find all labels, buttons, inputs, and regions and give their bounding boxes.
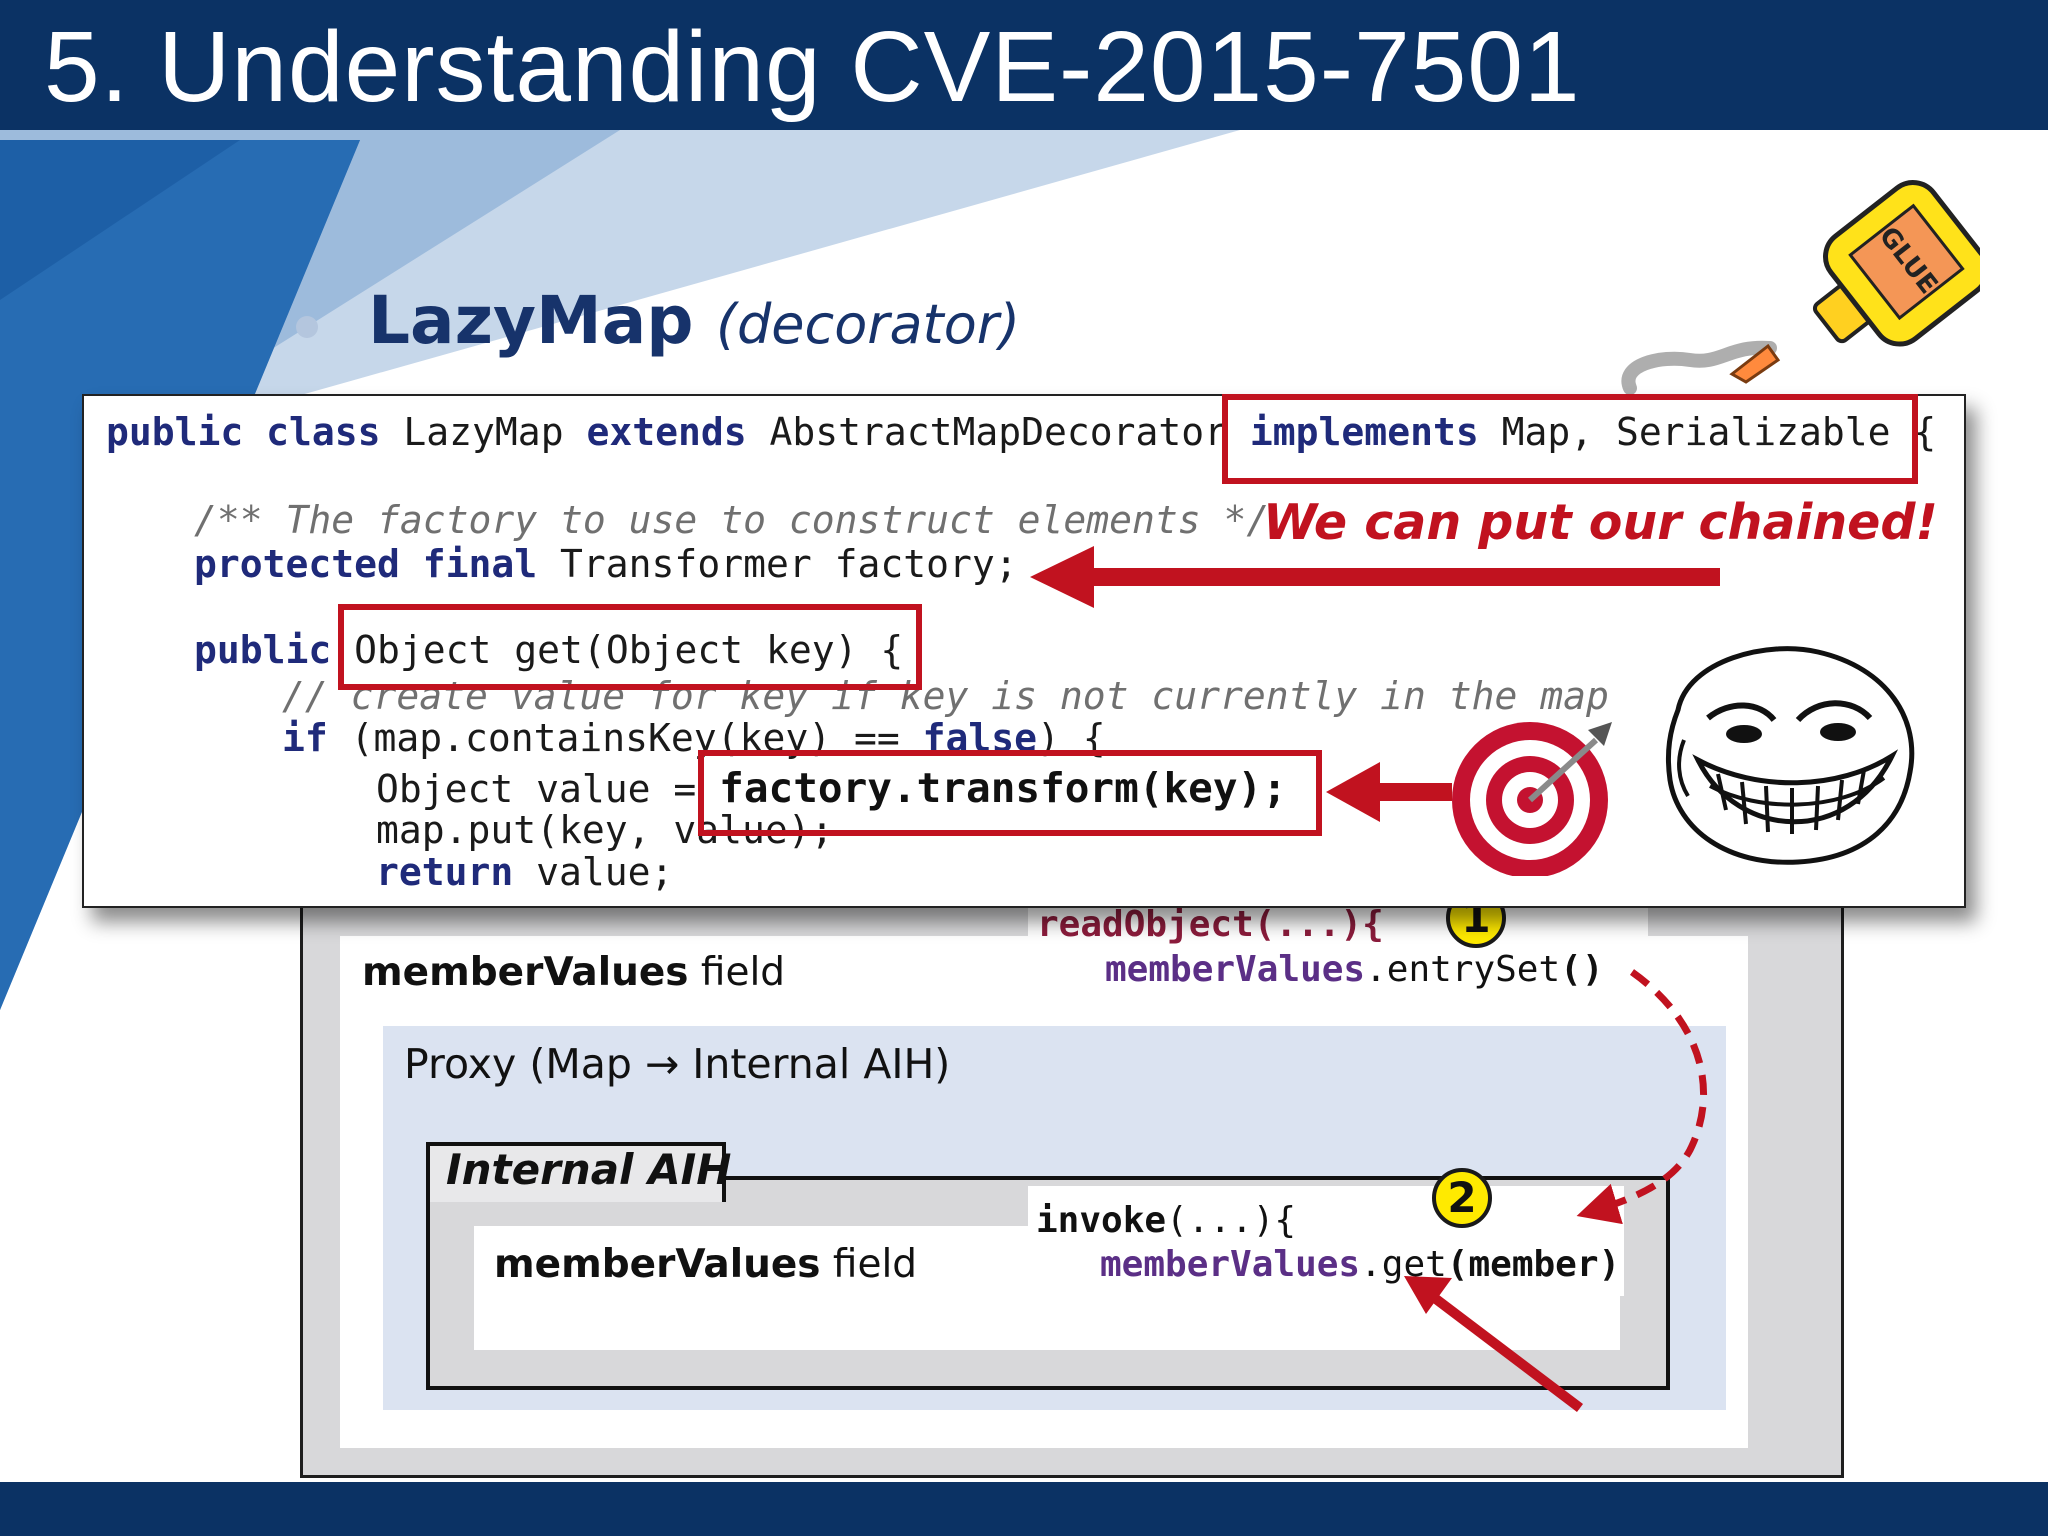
read-object-code-box <box>1028 898 1648 1002</box>
invoke-params: (...){ <box>1166 1200 1297 1241</box>
callout-text: We can put our chained! <box>1263 494 1938 551</box>
outer-field-suffix: field <box>688 950 786 995</box>
slide-title: 5. Understanding CVE-2015-7501 <box>44 11 1581 123</box>
lazymap-code-panel: public class LazyMap extends AbstractMap… <box>82 394 1966 908</box>
get-call-arrowhead <box>1404 1276 1452 1314</box>
code-keyword: return <box>376 850 537 894</box>
code-keyword: extends <box>586 410 770 454</box>
bullet-subtitle: (decorator) <box>715 293 1021 356</box>
get-method-highlight-box <box>338 604 922 690</box>
factory-arrowhead <box>1030 546 1094 608</box>
transform-arrowhead <box>1326 762 1380 822</box>
get-call-arrow <box>1428 1292 1584 1412</box>
code-text: Object value = <box>376 767 720 811</box>
invoke-member: memberValues <box>1100 1244 1361 1285</box>
outer-field-name: memberValues <box>362 950 689 995</box>
code-text: LazyMap <box>403 410 587 454</box>
glue-bottle-icon: GLUE <box>1621 180 1980 395</box>
factory-arrow-shaft <box>1090 568 1720 586</box>
read-object-parens: () <box>1560 949 1604 990</box>
bullet-title: LazyMap <box>368 282 694 359</box>
footer-bar <box>0 1482 2048 1536</box>
code-text: Object get(Object key) { <box>354 628 904 672</box>
bullet-dot <box>296 316 318 338</box>
outer-member-values-field: memberValues field <box>362 950 785 995</box>
code-keyword: public <box>194 628 355 672</box>
read-object-member: memberValues <box>1105 949 1366 990</box>
invoke-call: memberValues.get(member) <box>1100 1244 1620 1285</box>
code-keyword: implements <box>1249 410 1502 454</box>
code-emphasis: factory.transform(key); <box>719 764 1287 812</box>
code-text: Transformer factory; <box>560 542 1018 586</box>
code-keyword: protected final <box>194 542 561 586</box>
inner-member-values-field: memberValues field <box>494 1242 917 1287</box>
invoke-args: (member) <box>1446 1244 1621 1285</box>
transform-arrow-shaft <box>1376 783 1452 801</box>
bullet-heading: LazyMap (decorator) <box>368 282 1020 359</box>
invoke-signature: invoke(...){ <box>1036 1200 1296 1241</box>
implements-highlight-box <box>1222 394 1918 484</box>
code-line-factory-comment: /** The factory to use to construct elem… <box>194 498 1270 542</box>
code-keyword: public class <box>106 410 404 454</box>
code-line-return: return value; <box>376 850 673 894</box>
dashed-flow-arrow <box>1576 969 1707 1225</box>
code-line-get-comment: // create value for key if key is not cu… <box>282 674 1609 718</box>
internal-aih-label: Internal AIH <box>446 1145 732 1194</box>
step-badge-2: 2 <box>1432 1168 1492 1228</box>
code-line-class-decl: public class LazyMap extends AbstractMap… <box>106 410 1936 454</box>
code-text: AbstractMapDecorator <box>769 410 1250 454</box>
invoke-keyword: invoke <box>1036 1200 1167 1241</box>
code-line-get-signature: public Object get(Object key) { <box>194 628 903 672</box>
internal-aih-tab <box>426 1142 726 1202</box>
transform-highlight-box <box>698 750 1322 836</box>
code-line-factory-field: protected final Transformer factory; <box>194 542 1018 586</box>
invoke-code-box <box>1028 1186 1624 1296</box>
code-text: Map, Serializable { <box>1501 410 1937 454</box>
code-text: ) { <box>1036 716 1106 760</box>
troll-face-icon <box>1665 646 1915 865</box>
read-object-signature: readObject(...){ <box>1037 904 1384 945</box>
code-line-transform: Object value = factory.transform(key); <box>376 764 1287 812</box>
target-icon <box>1452 722 1612 876</box>
inner-field-name: memberValues <box>494 1242 821 1287</box>
code-keyword: if <box>282 716 351 760</box>
proxy-label: Proxy (Map → Internal AIH) <box>404 1040 951 1088</box>
read-object-method: .entrySet <box>1365 949 1561 990</box>
read-object-call: memberValues.entrySet() <box>1105 949 1604 990</box>
code-text: value; <box>536 850 674 894</box>
inner-field-suffix: field <box>820 1242 918 1287</box>
title-bar <box>0 0 2048 130</box>
